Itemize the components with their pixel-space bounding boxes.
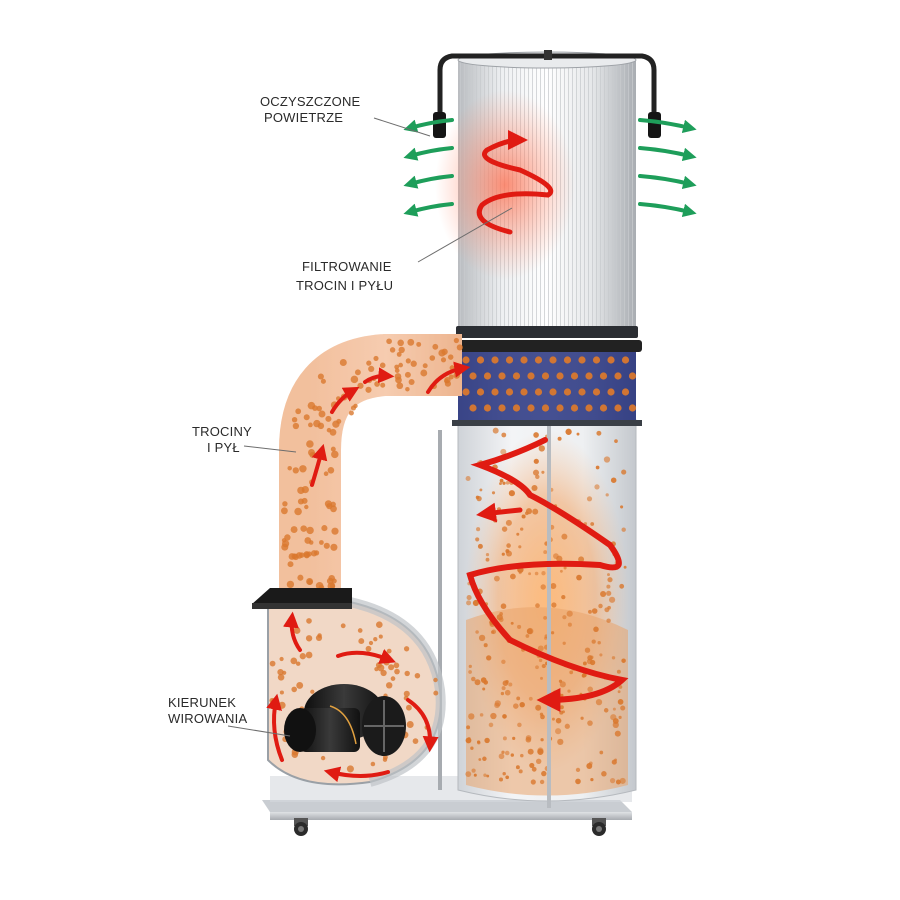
label-sawdust-line2: I PYŁ (207, 440, 240, 455)
filter-spiral-arrow (476, 130, 554, 235)
label-sawdust: TROCINY I PYŁ (192, 424, 297, 455)
green-exhaust-arrow (403, 202, 454, 217)
label-swirl-line1: KIERUNEK (168, 695, 236, 710)
flow-arrows (266, 130, 629, 783)
label-clean-air-line1: OCZYSZCZONE (260, 94, 361, 109)
hose-flange (252, 588, 352, 609)
hose-arrow-4 (426, 361, 471, 394)
label-swirl: KIERUNEK WIROWANIA (168, 695, 291, 737)
label-clean-air: OCZYSZCZONE POWIETRZE (260, 94, 431, 137)
intake-hose (279, 334, 463, 602)
green-exhaust-arrow (638, 174, 697, 190)
collection-bag (438, 419, 637, 808)
motor (284, 684, 406, 756)
green-exhaust-arrow (403, 146, 454, 161)
filter-cartridge (435, 51, 638, 338)
wheel-left-icon (294, 818, 308, 836)
label-sawdust-line1: TROCINY (192, 424, 252, 439)
bag-spiral-arrow (466, 437, 629, 712)
blower-arrow-5 (266, 693, 284, 762)
hose-arrow-1 (310, 443, 328, 487)
label-filtering: FILTROWANIE TROCIN I PYŁU (296, 207, 513, 293)
green-exhaust-arrow (403, 118, 454, 133)
green-exhaust-arrow (638, 118, 697, 134)
label-clean-air-line2: POWIETRZE (264, 110, 343, 125)
green-exhaust-arrow (638, 146, 697, 162)
label-filtering-line1: FILTROWANIE (302, 259, 392, 274)
green-exhaust-arrow (638, 202, 697, 218)
blower-arrow-2 (336, 649, 396, 664)
blower-arrow-3 (406, 698, 439, 753)
hose-arrow-3 (363, 367, 395, 384)
sawdust-particles-ring (462, 356, 637, 412)
hose-arrow-2 (330, 386, 360, 414)
sawdust-particles-hose (280, 337, 463, 602)
blower-arrow-4 (323, 766, 390, 783)
handle-grip-right (648, 112, 661, 138)
green-exhaust-arrow (403, 174, 454, 189)
label-swirl-line2: WIROWANIA (168, 711, 247, 726)
ring-band (452, 340, 642, 426)
blower-arrow-1 (282, 611, 302, 652)
label-filtering-line2: TROCIN I PYŁU (296, 278, 393, 293)
handle-grip-left (433, 112, 446, 138)
wheel-right-icon (592, 818, 606, 836)
clean-air-arrows (403, 118, 697, 218)
